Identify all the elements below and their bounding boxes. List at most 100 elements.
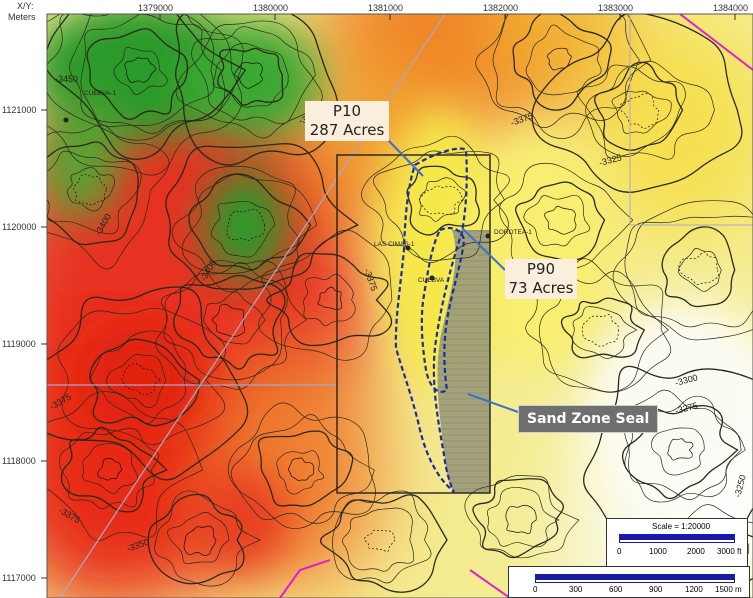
scale-tick: 1500 m: [715, 585, 742, 594]
p90-outline[interactable]: [420, 226, 466, 393]
well-label: DOROTEA-1: [494, 229, 532, 236]
contour-line: [406, 165, 480, 236]
contour-line: [217, 47, 284, 106]
scale-tick: 900: [649, 585, 663, 594]
contour-line: [47, 124, 170, 270]
contour-line: [364, 529, 396, 552]
contour-line: [593, 61, 684, 151]
contour-line: [47, 150, 142, 235]
lease-boundary: [279, 559, 331, 598]
contour-line: [475, 14, 640, 128]
study-area-box: [336, 154, 491, 494]
well-label: CUEBVA: [418, 277, 445, 284]
contour-line: [505, 504, 537, 535]
well-marker[interactable]: [429, 275, 435, 281]
contour-line: [166, 511, 230, 565]
contour-line: [47, 14, 247, 160]
sand-zone-seal-label: Sand Zone Seal: [518, 405, 659, 433]
contour-line: [624, 215, 753, 328]
contour-line: [183, 525, 217, 556]
contour-line: [57, 307, 226, 445]
well-marker[interactable]: [485, 233, 491, 239]
p10-callout-title: P10: [332, 102, 362, 120]
contour-line: [155, 260, 307, 390]
contour-line: [203, 291, 266, 345]
scale-bar-graphic-m-lower: [535, 579, 735, 583]
contour-line: [419, 177, 467, 222]
scale-tick: 3000 ft: [717, 547, 742, 556]
contour-line: [612, 200, 753, 341]
contour-line: [86, 28, 189, 120]
contour-line: [66, 167, 115, 212]
p10-callout-area: 287 Acres: [309, 121, 385, 139]
y-axis-strip: [0, 0, 47, 598]
scale-bar-graphic-m: [535, 574, 735, 579]
p90-callout: P90 73 Acres: [505, 259, 577, 299]
contour-line: [332, 490, 432, 584]
p90-callout-area: 73 Acres: [508, 279, 574, 297]
contour-line: [544, 205, 577, 235]
contour-line: [576, 60, 715, 160]
x-tick-label: 1380000: [253, 3, 288, 13]
contour-line: [173, 274, 286, 370]
contour-line: [373, 150, 505, 261]
seal-pointer: [467, 393, 519, 413]
contour-line: [60, 426, 168, 513]
contour-line: [266, 252, 393, 347]
contour-line: [523, 194, 591, 247]
sand-zone-seal-area: [437, 230, 490, 493]
p10-outline[interactable]: [394, 147, 468, 493]
x-tick-label: 1382000: [483, 3, 518, 13]
contour-line: [499, 162, 634, 283]
contour-line: [464, 475, 580, 559]
contour-line: [121, 363, 162, 396]
contour-line: [472, 478, 564, 559]
contour-line: [90, 330, 187, 424]
contour-line: [227, 402, 376, 529]
well-marker[interactable]: [63, 117, 69, 123]
contour-line: [624, 395, 742, 500]
y-tick-label: 1121000: [2, 105, 36, 115]
contour-line: [210, 200, 276, 258]
scale-bar-graphic: [619, 534, 735, 539]
contour-line: [342, 507, 415, 572]
contour-line: [80, 14, 215, 128]
scale-tick: 1200: [685, 585, 703, 594]
y-axis: 1121000 1120000 1119000 1118000 1117000: [2, 105, 47, 583]
scale-tick: 2000: [687, 547, 705, 556]
contour-line: [89, 338, 200, 427]
x-tick-label: 1381000: [368, 3, 403, 13]
p90-pointer: [461, 227, 506, 271]
scale-tick: 600: [609, 585, 623, 594]
contour-line: [165, 143, 359, 290]
scale-tick: 300: [569, 585, 583, 594]
contour-line: [678, 251, 719, 285]
contour-line: [154, 490, 261, 587]
scale-bar-feet: Scale = 1:20000 0 1000 2000 3000 ft: [606, 518, 748, 574]
corner-label-xy: X/Y:: [17, 1, 34, 11]
x-tick-label: 1379000: [138, 3, 173, 13]
x-tick-label: 1383000: [598, 3, 633, 13]
y-tick-label: 1120000: [2, 222, 36, 232]
contour-line: [212, 43, 289, 108]
contour-line: [73, 174, 107, 206]
p90-callout-title: P90: [526, 260, 556, 278]
contour-line: [191, 26, 316, 125]
contour-line: [211, 303, 246, 337]
plot-frame: [46, 13, 753, 598]
contour-line: [59, 428, 160, 510]
contour-line: [47, 391, 204, 541]
scale-bar-meters: 0 300 600 900 1200 1500 m: [508, 566, 750, 598]
y-tick-label: 1118000: [2, 456, 36, 466]
contour-line: [147, 493, 245, 585]
contour-line: [560, 297, 646, 359]
contour-line: [525, 24, 602, 96]
x-tick-label: 1384000: [713, 3, 748, 13]
well-marker[interactable]: [405, 245, 411, 251]
lease-boundary: [469, 569, 511, 598]
contour-line: [621, 405, 739, 500]
contour-line: [47, 286, 249, 481]
